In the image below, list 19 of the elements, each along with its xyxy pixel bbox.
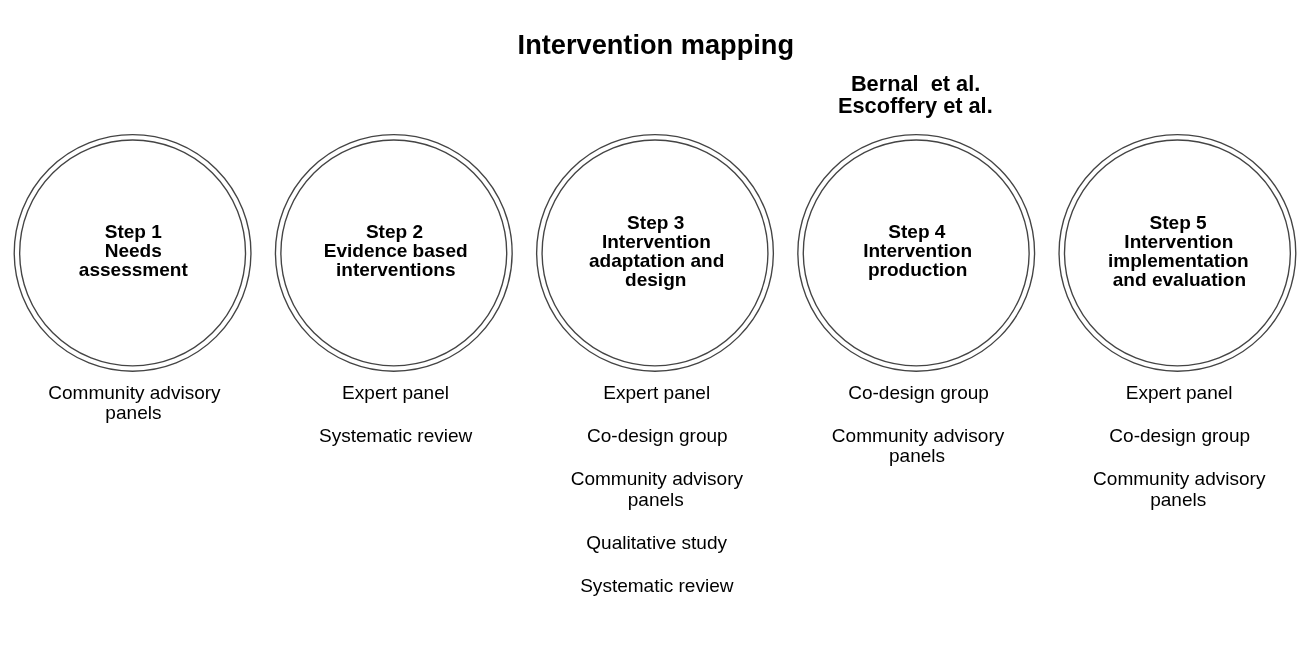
node-label: Co-design group [848, 381, 989, 403]
node-circle: Step 1 Needs assessment [13, 133, 252, 372]
node-label: Expert panel [342, 381, 449, 403]
node-label: Community advisory panels [48, 381, 221, 423]
diagram-title: Intervention mapping [517, 28, 795, 60]
node-label: Community advisory panels [831, 424, 1005, 466]
node-circle: Step 3 Intervention adaptation and design [535, 133, 775, 372]
node-label: Expert panel [1125, 381, 1233, 403]
node-label: Co-design group [586, 424, 728, 446]
node-label: Qualitative study [586, 531, 727, 553]
node-circle: Step 2 Evidence based interventions [274, 133, 513, 372]
node-circle: Step 4 Intervention production [797, 133, 1036, 372]
node-label: Systematic review [580, 574, 734, 596]
node-label: Co-design group [1109, 424, 1251, 446]
node-label: Systematic review [318, 424, 473, 446]
node-label: Community advisory panels [570, 467, 744, 510]
node-circle: Step 5 Intervention implementation and evaluation [1058, 133, 1297, 372]
node-label: Expert panel [603, 381, 711, 403]
node-label: Community advisory panels [1093, 467, 1266, 510]
